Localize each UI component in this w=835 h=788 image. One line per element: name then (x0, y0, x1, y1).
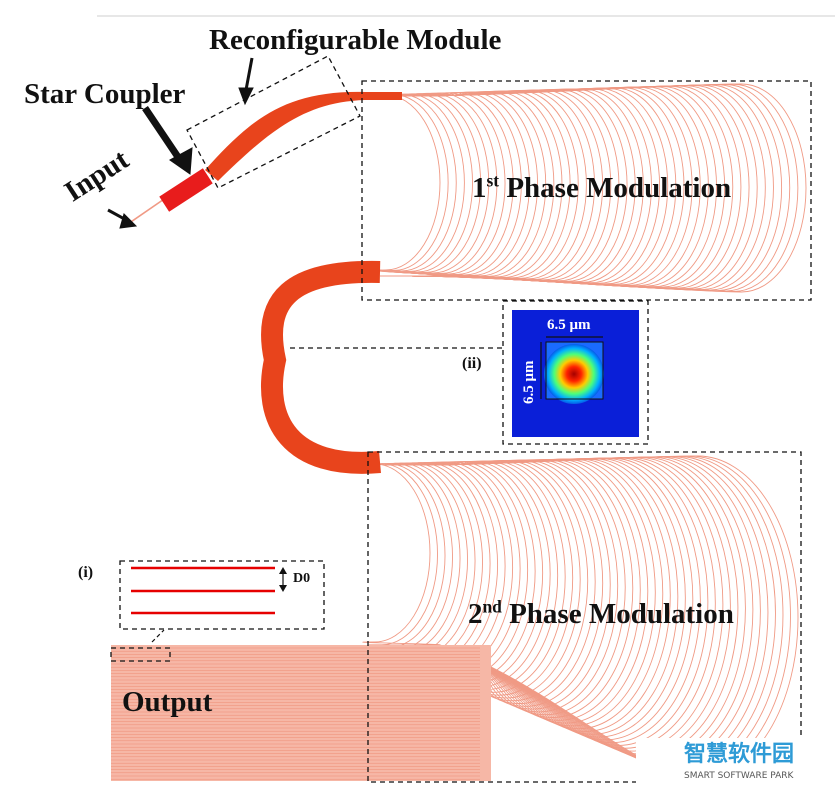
phase1-fiber (380, 92, 514, 277)
phase1-fiber (380, 92, 506, 277)
phase1-label: 1st Phase Modulation (472, 172, 732, 204)
reconfigurable-module-label: Reconfigurable Module (209, 24, 502, 56)
phase1-fiber (380, 93, 473, 277)
output-fiber-fill (111, 645, 491, 781)
phase2-text: Phase Modulation (501, 598, 734, 630)
watermark-name: 智慧软件园 (684, 742, 795, 767)
phase2-fiber (385, 462, 469, 657)
phase1-number: 1 (472, 172, 487, 204)
inset-ii-label: (ii) (462, 355, 482, 372)
phase2-fiber (374, 463, 446, 649)
fiber-bundle-s-bend (261, 260, 381, 474)
phase2-suffix: nd (482, 596, 502, 617)
star-coupler-label: Star Coupler (24, 78, 186, 110)
dashed-boxes (110, 55, 812, 783)
phase1-text: Phase Modulation (499, 172, 732, 204)
mode-profile-inset (512, 310, 639, 437)
phase1-fiber (380, 93, 481, 277)
watermark-panel: 智慧软件园 SMART SOFTWARE PARK (636, 738, 835, 788)
phase1-fiber (380, 83, 807, 293)
phase2-fiber (381, 463, 453, 651)
phase2-number: 2 (468, 598, 483, 630)
phase1-fiber-loop (372, 83, 807, 293)
spacing-inset-lines (131, 566, 287, 615)
phase1-fiber (380, 92, 522, 277)
phase2-fiber (362, 463, 440, 646)
spacing-inset-box (119, 560, 325, 630)
output-label: Output (122, 686, 213, 718)
mode-width-label: 6.5 μm (547, 317, 591, 333)
phase2-box (367, 451, 802, 783)
phase2-fiber (385, 462, 461, 654)
phase1-fiber (380, 93, 465, 277)
phase1-suffix: st (486, 170, 500, 191)
output-fiber-array (111, 645, 491, 781)
phase2-fiber (385, 462, 498, 668)
phase1-fiber (380, 94, 457, 277)
star-coupler-block (159, 168, 213, 212)
mode-inset-box (502, 300, 649, 445)
phase2-fiber-loop (362, 455, 799, 780)
watermark-subtitle: SMART SOFTWARE PARK (684, 771, 794, 781)
inset-i-label: (i) (78, 564, 94, 581)
reconfigurable-module-box (186, 55, 361, 189)
phase1-box (361, 80, 812, 301)
output-detail-box (110, 647, 171, 662)
phase2-label: 2nd Phase Modulation (468, 598, 734, 630)
phase2-fiber (385, 455, 799, 780)
fiber-bundle-upper (205, 91, 402, 181)
phase1-fiber (380, 92, 498, 277)
mode-height-label: 6.5 μm (521, 360, 537, 405)
annotation-arrows (107, 57, 254, 643)
phase1-fiber (380, 93, 490, 277)
gap-d0-label: D0 (293, 571, 311, 586)
